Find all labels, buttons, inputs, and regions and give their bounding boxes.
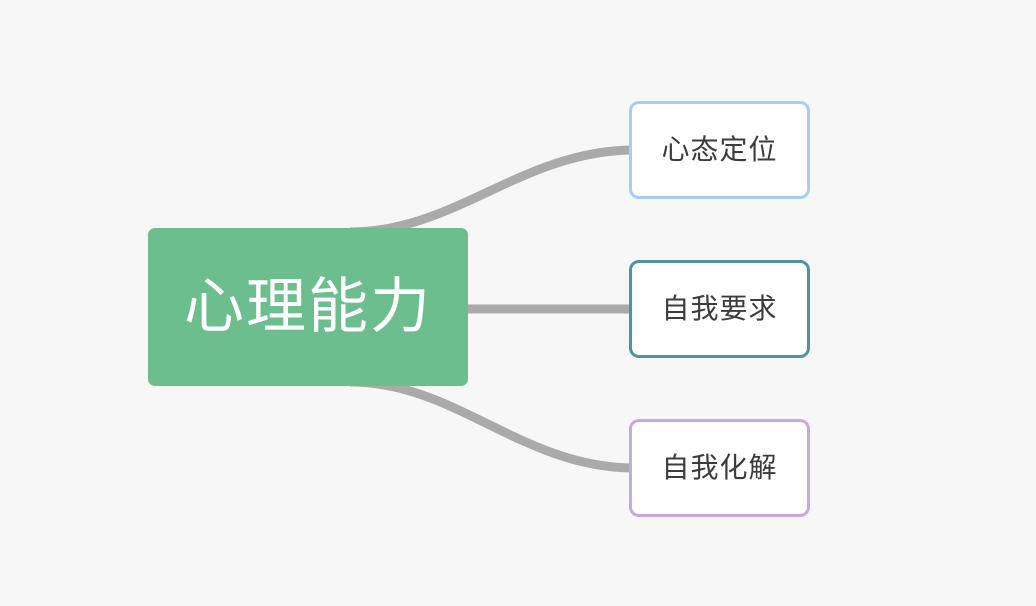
child-node-3[interactable]: 自我化解 xyxy=(629,419,810,517)
root-node[interactable]: 心理能力 xyxy=(148,228,468,386)
child-node-3-label: 自我化解 xyxy=(661,451,778,484)
root-node-label: 心理能力 xyxy=(184,272,432,342)
child-node-1[interactable]: 心态定位 xyxy=(629,101,810,199)
child-node-2-label: 自我要求 xyxy=(661,292,778,325)
child-node-1-label: 心态定位 xyxy=(661,133,778,166)
connector-root-to-child-1 xyxy=(349,145,632,237)
child-node-2[interactable]: 自我要求 xyxy=(629,260,810,358)
connector-root-to-child-3 xyxy=(349,377,632,473)
